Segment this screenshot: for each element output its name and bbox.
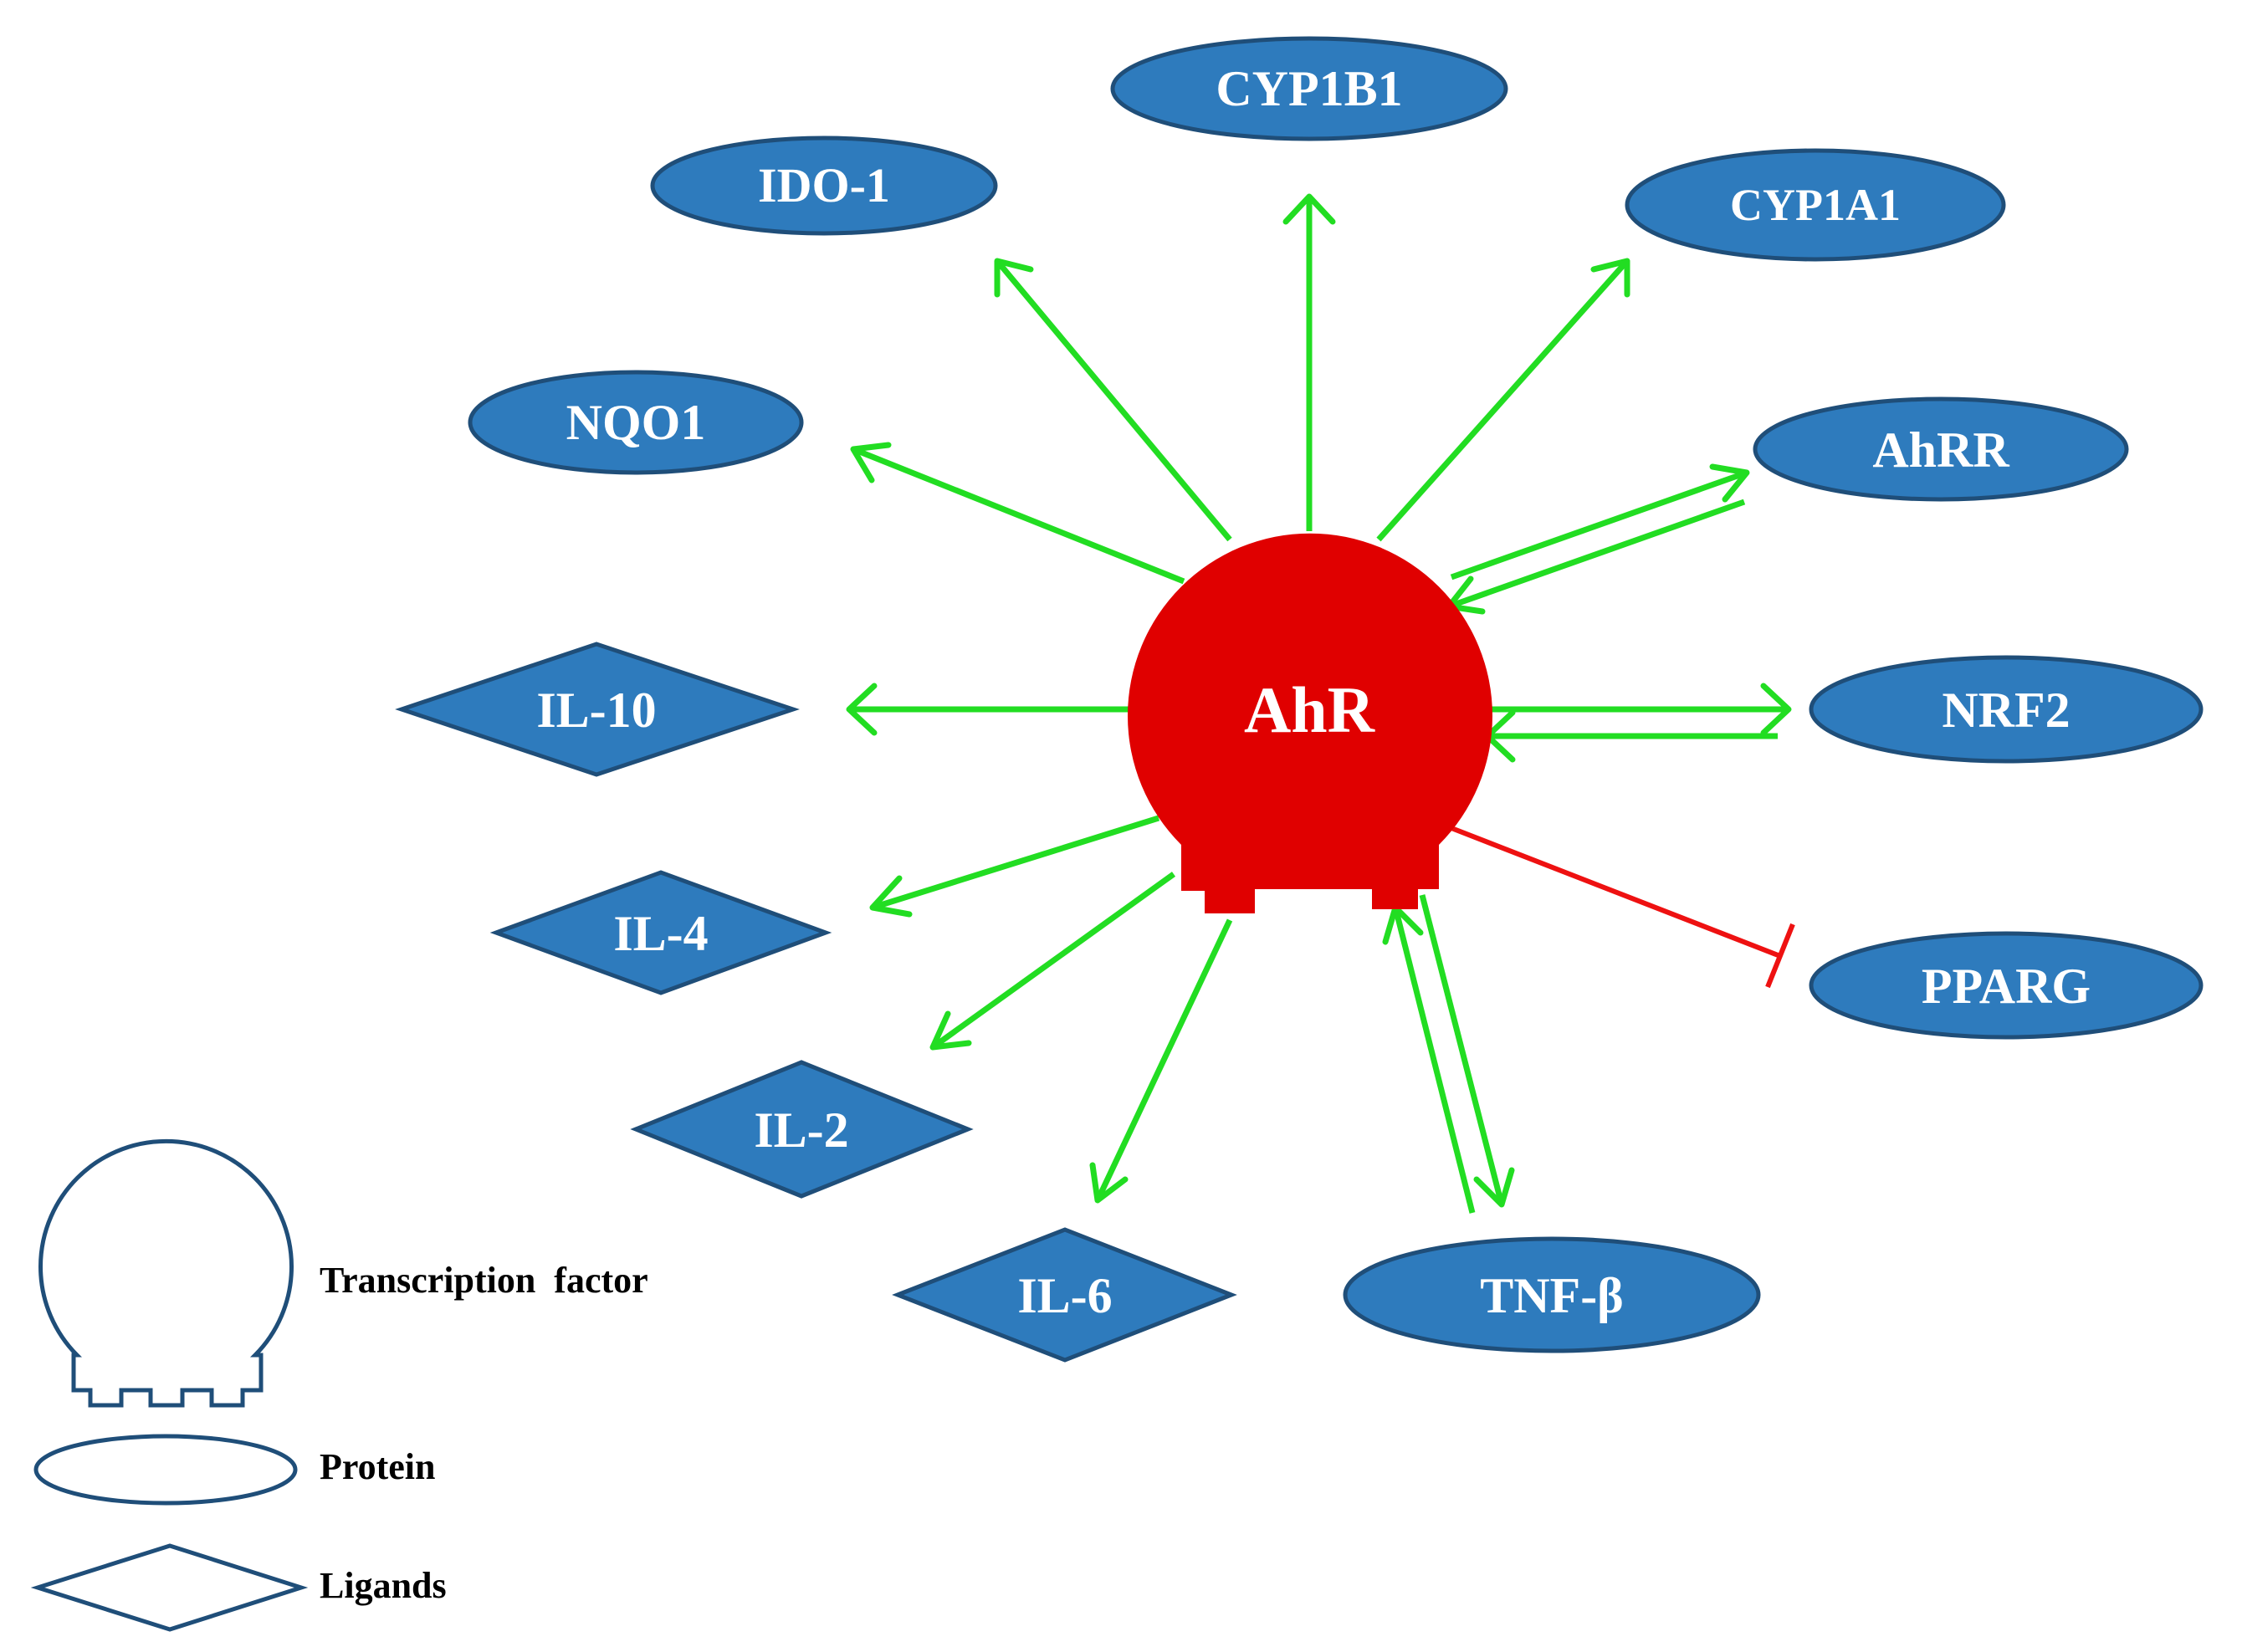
arrowhead-tnfb: [1473, 1167, 1515, 1208]
ligand-diamond: [489, 870, 832, 995]
inhibition-bar-pparg: [1765, 923, 1795, 989]
node-il6[interactable]: IL-6: [892, 1227, 1237, 1363]
legend: Transcription factor Protein Ligands: [30, 1138, 648, 1632]
node-il2[interactable]: IL-2: [630, 1060, 974, 1199]
edge-ahr-to-cyp1a1: [1376, 258, 1630, 542]
ligand-diamond: [892, 1227, 1237, 1363]
node-label: PPARG: [1922, 959, 2091, 1014]
ahr-node[interactable]: AhR: [1127, 533, 1492, 913]
node-cyp1b1[interactable]: CYP1B1: [1110, 36, 1508, 141]
ligand-diamond: [630, 1060, 974, 1199]
legend-item-protein: Protein: [33, 1434, 436, 1506]
ligand-diamond: [395, 642, 800, 777]
node-label: NQO1: [566, 395, 706, 450]
node-label: NRF2: [1942, 683, 2070, 738]
edge-ahrr-to-ahr: [1447, 499, 1746, 610]
nodes: CYP1B1 IDO-1 CYP1A1 NQO1 AhRR NRF2 PPARG: [395, 36, 2204, 1363]
legend-item-transcription-factor: Transcription factor: [38, 1138, 648, 1408]
protein-ellipse: [1625, 148, 2006, 262]
edge-ahr-to-il6: [1094, 918, 1233, 1202]
edge-ahr-to-il4: [871, 815, 1160, 911]
node-label: AhRR: [1872, 422, 2009, 478]
arrowhead-ido1: [994, 258, 1034, 298]
arrowhead-cyp1b1: [1282, 193, 1336, 225]
node-pparg[interactable]: PPARG: [1809, 931, 2204, 1040]
edge-ahr-to-ido1: [995, 258, 1232, 542]
edge-ahr-to-tnfb: [1419, 894, 1505, 1205]
arrowhead-il6: [1089, 1162, 1129, 1204]
edge-ahr-inhibits-pparg: [1450, 826, 1782, 959]
ahr-label: AhR: [1244, 673, 1376, 746]
arrowhead-nqo1: [850, 442, 892, 483]
edge-ahr-to-ahrr: [1450, 469, 1748, 581]
node-label: IL-10: [536, 683, 656, 738]
edge-tnfb-to-ahr: [1392, 907, 1476, 1214]
legend-label: Ligands: [320, 1565, 447, 1606]
node-ahrr[interactable]: AhRR: [1753, 396, 2129, 502]
arrowhead-ahrr: [1709, 463, 1750, 503]
node-il10[interactable]: IL-10: [395, 642, 800, 777]
arrowhead-cyp1a1: [1590, 258, 1630, 298]
ligand-icon: [30, 1543, 309, 1632]
protein-ellipse: [468, 370, 804, 475]
edge-ahr-to-nqo1: [852, 446, 1185, 585]
protein-ellipse: [650, 136, 998, 236]
node-il4[interactable]: IL-4: [489, 870, 832, 995]
arrowhead-nrf2: [1760, 683, 1792, 736]
transcription-factor-icon: [1127, 533, 1492, 913]
node-label: TNF-β: [1480, 1268, 1624, 1323]
node-label: IL-4: [613, 906, 708, 961]
legend-label: Protein: [320, 1446, 436, 1487]
arrowhead-il2: [929, 1010, 972, 1051]
node-ido1[interactable]: IDO-1: [650, 136, 998, 236]
node-nqo1[interactable]: NQO1: [468, 370, 804, 475]
protein-ellipse: [1110, 36, 1508, 141]
protein-ellipse: [1753, 396, 2129, 502]
edges: [846, 193, 1795, 1214]
arrowhead-il10: [846, 683, 878, 736]
transcription-factor-icon: [38, 1138, 294, 1408]
node-label: IL-6: [1017, 1268, 1112, 1323]
node-tnfb[interactable]: TNF-β: [1343, 1236, 1761, 1353]
legend-item-ligands: Ligands: [30, 1543, 447, 1632]
node-cyp1a1[interactable]: CYP1A1: [1625, 148, 2006, 262]
node-label: IDO-1: [758, 158, 890, 212]
protein-ellipse: [1343, 1236, 1761, 1353]
node-label: CYP1A1: [1730, 180, 1901, 230]
protein-ellipse: [1809, 655, 2204, 764]
edge-ahr-to-il2: [930, 872, 1176, 1050]
node-nrf2[interactable]: NRF2: [1809, 655, 2204, 764]
protein-ellipse: [1809, 931, 2204, 1040]
arrowhead-il4: [869, 875, 913, 918]
node-label: IL-2: [754, 1102, 848, 1158]
legend-label: Transcription factor: [320, 1260, 648, 1301]
node-label: CYP1B1: [1216, 61, 1402, 116]
protein-icon: [33, 1434, 298, 1506]
